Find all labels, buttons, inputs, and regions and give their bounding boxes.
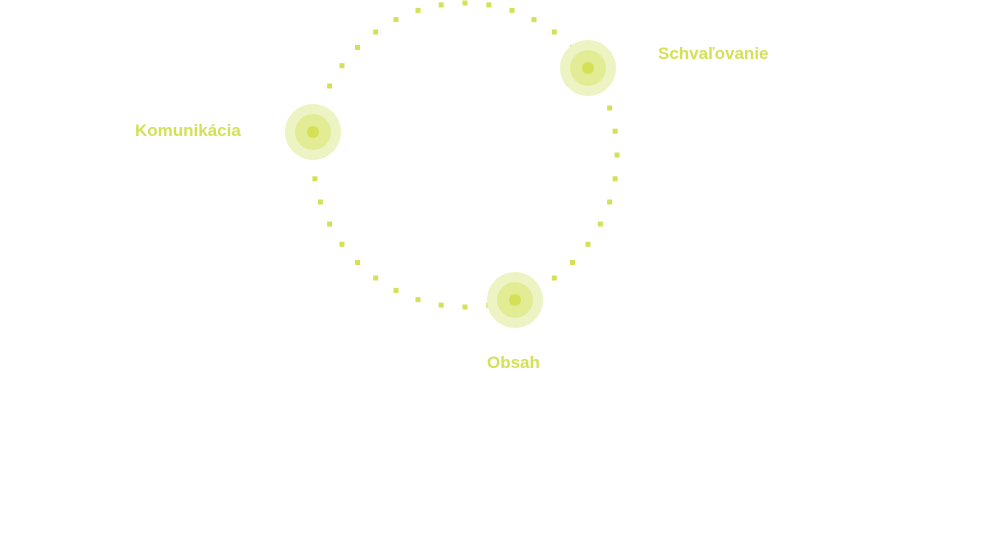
ring-dot [462, 304, 468, 310]
ring-dot [585, 241, 591, 247]
node-marker-komunikacia [285, 104, 341, 160]
ring-dot [486, 2, 492, 8]
node-core-dot [307, 126, 319, 138]
ring-dot [570, 260, 575, 265]
ring-dot [612, 176, 618, 182]
ring-dot [612, 128, 618, 134]
ring-dot [509, 7, 515, 13]
ring-dot [551, 275, 557, 281]
ring-dot [373, 29, 379, 35]
ring-dot [607, 199, 613, 205]
node-core-dot [582, 62, 594, 74]
ring-dot [327, 83, 333, 89]
node-label-obsah: Obsah [487, 353, 540, 372]
ring-dot [607, 105, 613, 111]
ring-dot [531, 17, 537, 23]
ring-dot [393, 17, 399, 23]
ring-dot [317, 199, 323, 205]
ring-dot [393, 287, 399, 293]
node-marker-obsah [487, 272, 543, 328]
ring-dot [438, 2, 444, 8]
ring-dot [339, 241, 345, 247]
ring-dot [355, 45, 360, 50]
ring-dot [327, 221, 333, 227]
ring-dot [373, 275, 379, 281]
ring-dot [415, 297, 421, 303]
node-core-dot [509, 294, 521, 306]
node-label-komunikacia: Komunikácia [135, 121, 241, 140]
ring-dot [462, 0, 468, 6]
ring-dot [597, 221, 603, 227]
ring-dot [339, 63, 345, 69]
ring-dot [438, 302, 444, 308]
ring-dot [551, 29, 557, 35]
ring-dot [415, 7, 421, 13]
node-marker-schvalovanie [560, 40, 616, 96]
ring-dot [312, 176, 318, 182]
ring-dot [355, 260, 360, 265]
node-label-schvalovanie: Schvaľovanie [658, 44, 769, 63]
ring-dot [614, 152, 620, 158]
